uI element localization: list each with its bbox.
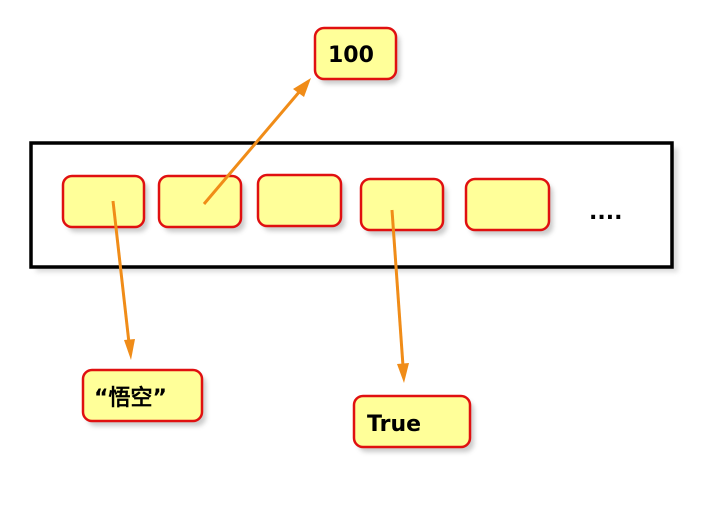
list-slot-2 [157,174,245,232]
ellipsis-label: .... [589,200,622,225]
value-string-label: “悟空” [94,385,167,411]
list-slot-1 [61,174,148,232]
list-slot-5 [464,177,553,235]
arrow-slot1-to-string [111,200,135,360]
list-slot-4 [359,177,447,235]
list-slot-3 [256,173,345,231]
value-box-string: “悟空” [81,368,206,426]
value-box-100: 100 [313,26,400,84]
value-box-true: True [352,394,474,452]
value-true-label: True [367,412,421,437]
value-100-label: 100 [328,43,374,68]
arrow-slot4-to-true [390,209,409,383]
arrow-slot2-to-100 [202,78,311,205]
